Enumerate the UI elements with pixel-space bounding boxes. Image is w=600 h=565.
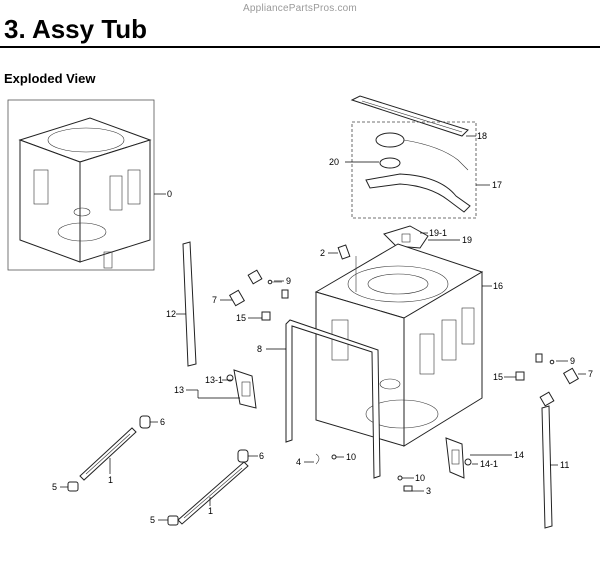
- callout-8: 8: [257, 344, 262, 354]
- part-8-gasket: [285, 319, 381, 479]
- callout-18: 18: [477, 131, 487, 141]
- part-9-screw-right: [549, 359, 555, 365]
- callout-16: 16: [493, 281, 503, 291]
- part-1-rail-lower: [177, 461, 249, 525]
- callout-1-lower: 1: [208, 506, 213, 516]
- part-15-bracket-right: [515, 353, 543, 381]
- callout-13-1: 13-1: [205, 375, 223, 385]
- callout-19: 19: [462, 235, 472, 245]
- callout-3: 3: [426, 486, 431, 496]
- part-20-motor: [375, 132, 469, 171]
- part-10-screw-lower: [397, 475, 403, 481]
- part-12-side-strip: [182, 241, 197, 367]
- part-0-tub-assembly: [7, 99, 155, 271]
- callout-0: 0: [167, 189, 172, 199]
- part-17-bracket: [365, 173, 471, 213]
- part-6-roller-lower: [237, 449, 249, 463]
- callout-1-left: 1: [108, 475, 113, 485]
- callout-13: 13: [174, 385, 184, 395]
- callout-12: 12: [166, 309, 176, 319]
- part-14-hinge-assembly: [445, 437, 472, 479]
- callout-4: 4: [296, 457, 301, 467]
- callout-6-lower: 6: [259, 451, 264, 461]
- part-13-hinge-assembly: [226, 369, 257, 409]
- callout-5-left: 5: [52, 482, 57, 492]
- part-4-clip: [315, 453, 320, 465]
- callout-9-left: 9: [286, 276, 291, 286]
- part-1-rail-left: [79, 427, 137, 481]
- part-18-top-rail: [350, 95, 469, 137]
- title-rule: [0, 46, 600, 48]
- callout-17: 17: [492, 180, 502, 190]
- callout-5-lower: 5: [150, 515, 155, 525]
- part-7-hinge-left: [228, 269, 263, 307]
- callout-6-left: 6: [160, 417, 165, 427]
- part-11-side-strip: [541, 405, 553, 529]
- section-subtitle: Exploded View: [4, 71, 96, 86]
- callout-2: 2: [320, 248, 325, 258]
- part-15-bracket-left: [261, 289, 289, 321]
- callout-10-upper: 10: [346, 452, 356, 462]
- watermark: AppliancePartsPros.com: [243, 3, 357, 14]
- part-5-cap-left: [67, 481, 79, 492]
- callout-20: 20: [329, 157, 339, 167]
- part-2-clip: [337, 244, 351, 260]
- part-7-hinge-right: [539, 367, 580, 407]
- callout-11: 11: [560, 460, 569, 470]
- callout-7-right: 7: [588, 369, 593, 379]
- part-17-group-box: [351, 121, 477, 219]
- part-19-bracket: [383, 225, 429, 249]
- part-6-roller-left: [139, 415, 151, 429]
- callout-9-right: 9: [570, 356, 575, 366]
- part-16-tub: [314, 243, 484, 447]
- page-title: 3. Assy Tub: [4, 14, 148, 44]
- callout-15-left: 15: [236, 313, 246, 323]
- part-9-screw-left: [267, 279, 282, 285]
- callout-7-left: 7: [212, 295, 217, 305]
- callout-15-right: 15: [493, 372, 503, 382]
- callout-19-1: 19-1: [429, 228, 447, 238]
- part-5-cap-lower: [167, 515, 179, 526]
- callout-14: 14: [514, 450, 524, 460]
- part-3-clip: [403, 485, 413, 492]
- callout-10-lower: 10: [415, 473, 425, 483]
- part-10-screw-upper: [331, 454, 337, 460]
- callout-14-1: 14-1: [480, 459, 498, 469]
